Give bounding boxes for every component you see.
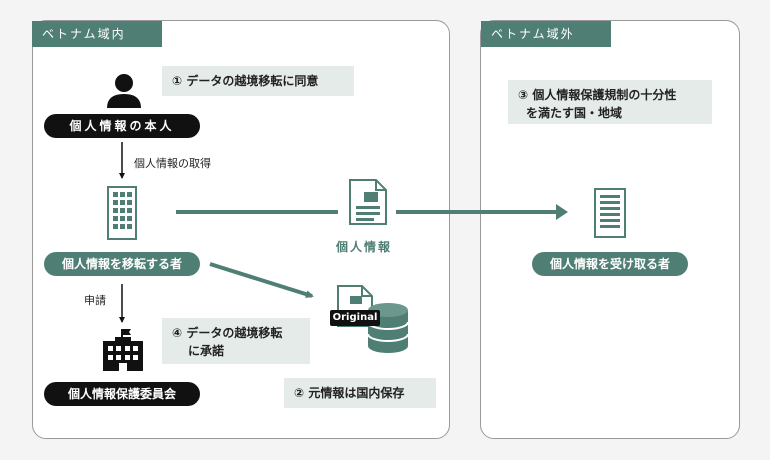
flow-label: 個人情報 — [336, 240, 393, 254]
vietnam-outside-tab: ベトナム域外 — [481, 21, 611, 47]
committee-label: 個人情報保護委員会 — [44, 382, 200, 406]
person-icon — [107, 74, 141, 108]
transfer-arrow-right — [396, 204, 568, 220]
government-building-icon — [103, 329, 143, 371]
document-list-icon — [594, 188, 626, 238]
transferor-label: 個人情報を移転する者 — [44, 252, 200, 276]
adequacy-note: ③ 個人情報保護規制の十分性 を満たす国・地域 — [508, 80, 712, 124]
data-subject-label: 個人情報の本人 — [44, 114, 200, 138]
storage-note: ② 元情報は国内保存 — [284, 378, 436, 408]
approval-note-line2: に承諾 — [188, 344, 225, 358]
vietnam-inside-tab: ベトナム域内 — [32, 21, 162, 47]
original-tag: Original — [330, 310, 380, 326]
application-label: 申請 — [84, 294, 106, 307]
building-icon — [107, 186, 137, 240]
recipient-label: 個人情報を受け取る者 — [532, 252, 688, 276]
approval-note: ④ データの越境移転 に承諾 — [162, 318, 310, 364]
acquisition-label: 個人情報の取得 — [134, 157, 211, 170]
adequacy-note-line2: を満たす国・地域 — [526, 106, 623, 120]
storage-arrow — [209, 262, 314, 299]
approval-note-line1: ④ データの越境移転 — [172, 326, 283, 340]
document-icon — [349, 179, 387, 225]
consent-note: ① データの越境移転に同意 — [162, 66, 354, 96]
adequacy-note-line1: ③ 個人情報保護規制の十分性 — [518, 88, 677, 102]
